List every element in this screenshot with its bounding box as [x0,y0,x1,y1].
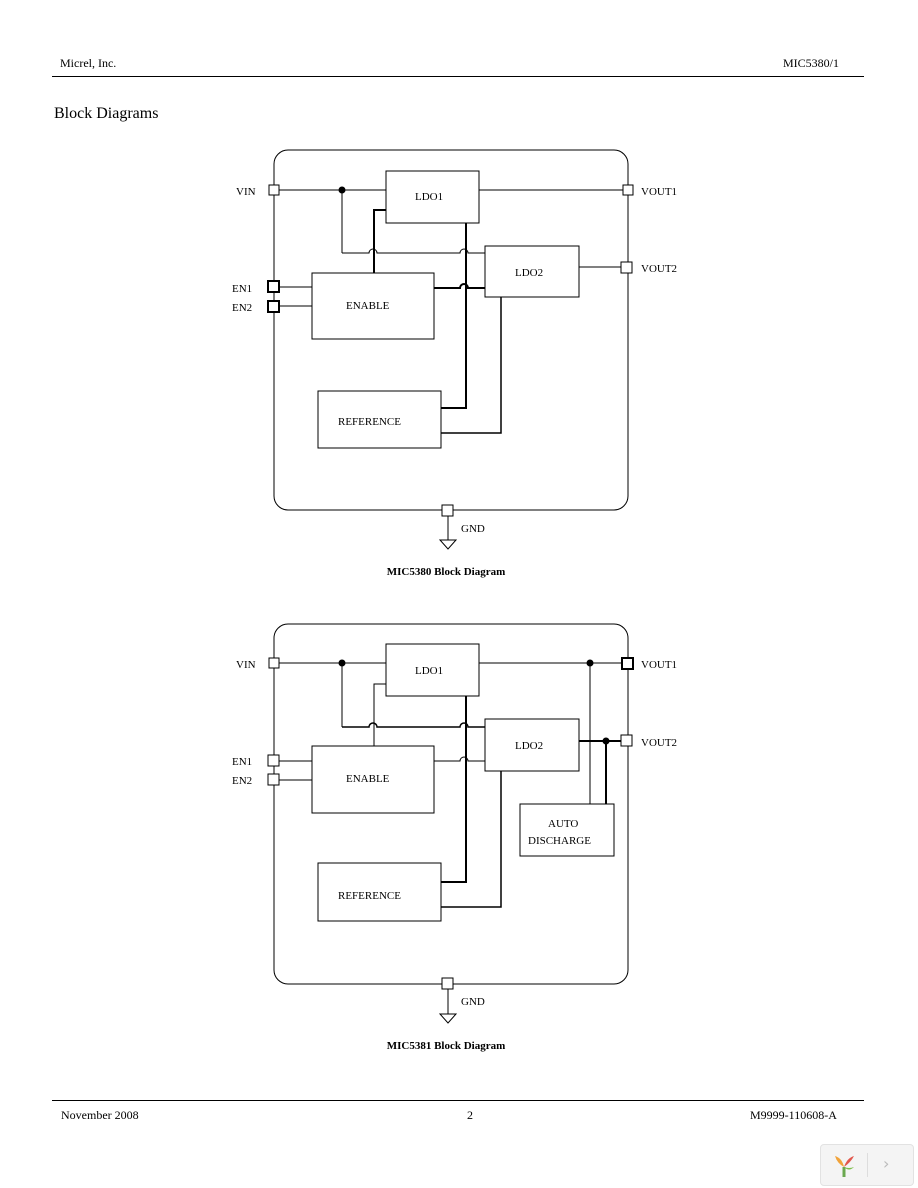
label-reference: REFERENCE [338,890,401,902]
pin-gnd [441,504,454,517]
footer-date: November 2008 [61,1108,139,1122]
pin-vout1 [622,184,634,196]
label-en2: EN2 [232,302,252,314]
label-en2: EN2 [232,775,252,787]
label-en1: EN1 [232,756,252,768]
section-title: Block Diagrams [54,105,159,122]
mic5381-block-diagram: VIN EN1 EN2 VOUT1 VOUT2 GND LDO1 LDO2 EN… [232,623,677,1024]
label-vout1: VOUT1 [641,186,677,198]
label-ldo2: LDO2 [515,740,543,752]
block-ldo1 [385,643,480,697]
pin-vout2 [620,734,633,747]
label-reference: REFERENCE [338,416,401,428]
label-gnd: GND [461,523,485,535]
pin-vin [268,657,280,669]
header-rule [52,76,864,77]
label-vout1: VOUT1 [641,659,677,671]
label-discharge: DISCHARGE [528,835,591,847]
pin-en2 [267,300,280,313]
label-ldo1: LDO1 [415,191,443,203]
viewer-nav-widget: › [820,1144,914,1186]
block-reference [317,390,442,449]
viewer-logo-icon[interactable] [831,1153,857,1179]
footer-page-number: 2 [467,1108,473,1122]
pin-vout1 [621,657,634,670]
pin-vout2 [620,261,633,274]
pin-en2 [267,773,280,786]
pin-vin [268,184,280,196]
label-auto: AUTO [548,818,578,830]
pin-en1 [267,754,280,767]
header-company: Micrel, Inc. [60,56,117,70]
label-vin: VIN [236,659,256,671]
label-enable: ENABLE [346,773,390,785]
block-ldo2 [484,718,580,772]
label-en1: EN1 [232,283,252,295]
nav-separator [867,1153,868,1177]
header-part-number: MIC5380/1 [783,56,840,70]
caption-mic5380: MIC5380 Block Diagram [386,566,506,578]
label-vout2: VOUT2 [641,737,677,749]
chip-outline [273,149,629,511]
mic5380-block-diagram: VIN EN1 EN2 VOUT1 VOUT2 GND LDO1 LDO2 EN… [232,149,677,550]
label-vin: VIN [236,186,256,198]
label-enable: ENABLE [346,300,390,312]
footer-rule [52,1100,864,1101]
label-ldo1: LDO1 [415,665,443,677]
footer-doc-number: M9999-110608-A [750,1108,837,1122]
block-reference [317,862,442,922]
pin-gnd [441,977,454,990]
chevron-right-icon[interactable]: › [883,1154,890,1173]
block-ldo1 [385,170,480,224]
block-auto-discharge [519,803,615,857]
block-ldo2 [484,245,580,298]
pin-en1 [267,280,280,293]
label-ldo2: LDO2 [515,267,543,279]
caption-mic5381: MIC5381 Block Diagram [386,1040,506,1052]
label-gnd: GND [461,996,485,1008]
label-vout2: VOUT2 [641,263,677,275]
